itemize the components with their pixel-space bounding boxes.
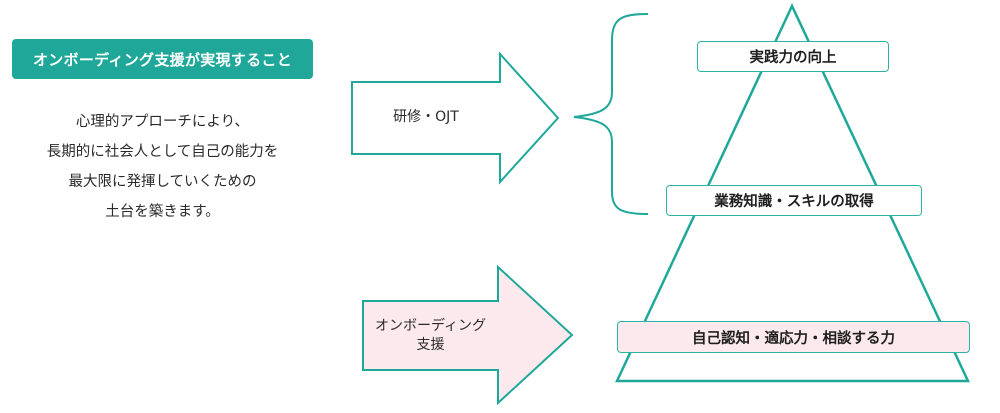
arrow-training-shape (351, 51, 560, 185)
description-line-3: 最大限に発揮していくための (68, 174, 257, 190)
arrow-training-label: 研修・OJT (352, 108, 500, 127)
arrow-onboarding-label-line-2: 支援 (416, 337, 445, 353)
pyramid-level-self-awareness-label: 自己認知・適応力・相談する力 (692, 330, 895, 347)
description-line-2: 長期的に社会人として自己の能力を (46, 144, 279, 160)
arrow-onboarding-label: オンボーディング 支援 (363, 317, 498, 355)
section-title-badge: オンボーディング支援が実現すること (12, 39, 313, 79)
arrow-onboarding-label-line-1: オンボーディング (374, 318, 487, 334)
curly-brace (573, 13, 649, 215)
pyramid-level-practical-skill: 実践力の向上 (697, 41, 889, 72)
pyramid-level-knowledge-skill: 業務知識・スキルの取得 (666, 185, 922, 216)
pyramid-level-practical-skill-label: 実践力の向上 (749, 50, 837, 66)
description-line-4: 土台を築きます。 (105, 204, 220, 220)
pyramid-level-self-awareness: 自己認知・適応力・相談する力 (617, 321, 970, 353)
arrow-onboarding-shape (362, 264, 574, 406)
arrow-training-label-line-1: 研修・OJT (393, 109, 459, 125)
description-text: 心理的アプローチにより、 長期的に社会人として自己の能力を 最大限に発揮していく… (12, 107, 313, 227)
pyramid-level-knowledge-skill-label: 業務知識・スキルの取得 (714, 194, 874, 210)
badge-title: オンボーディング支援が実現すること (32, 50, 293, 69)
description-line-1: 心理的アプローチにより、 (75, 114, 250, 130)
